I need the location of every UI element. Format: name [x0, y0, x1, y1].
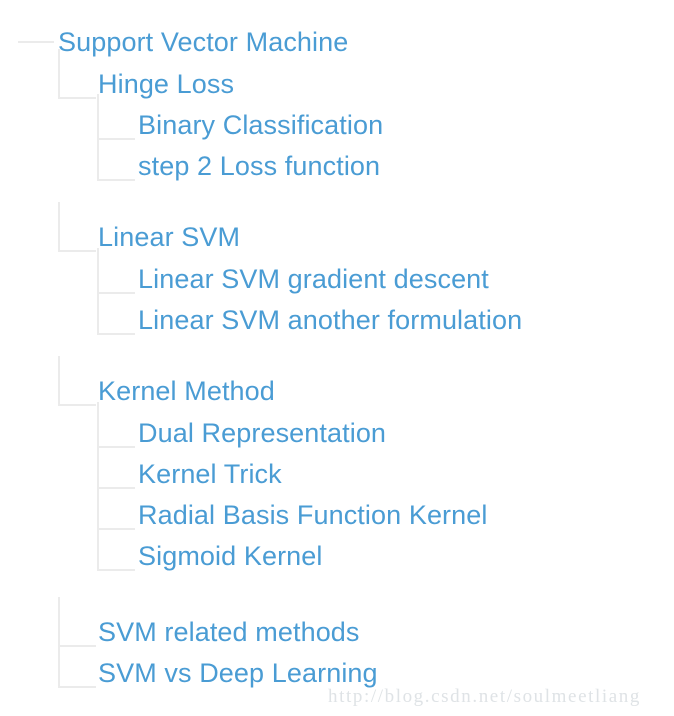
- tree-connector-horizontal-icon: [97, 138, 135, 140]
- tree-connector-vertical-icon: [58, 638, 60, 686]
- tree-connector-horizontal-icon: [58, 97, 96, 99]
- tree-connector-vertical-icon: [97, 248, 99, 292]
- tree-node-label: Linear SVM: [98, 222, 241, 252]
- tree-connector-vertical-icon: [97, 443, 99, 487]
- tree-connector-vertical-icon: [97, 402, 99, 446]
- tree-node-label: Kernel Method: [98, 376, 275, 406]
- tree-node-label: SVM vs Deep Learning: [98, 658, 378, 688]
- tree-node-label: Hinge Loss: [98, 69, 235, 99]
- tree-connector-vertical-icon: [97, 525, 99, 569]
- tree-connector-vertical-icon: [58, 356, 60, 404]
- tree-node-label: Kernel Trick: [138, 459, 282, 489]
- tree-node-label: Radial Basis Function Kernel: [138, 500, 488, 530]
- tree-connector-vertical-icon: [97, 289, 99, 333]
- tree-connector-vertical-icon: [58, 597, 60, 645]
- tree-node-label: step 2 Loss function: [138, 151, 381, 181]
- tree-connector-horizontal-icon: [58, 404, 96, 406]
- tree-connector-horizontal-icon: [18, 41, 54, 43]
- tree-connector-horizontal-icon: [97, 292, 135, 294]
- tree-connector-vertical-icon: [97, 484, 99, 528]
- tree-connector-horizontal-icon: [97, 333, 135, 335]
- tree-node-label: Binary Classification: [138, 110, 384, 140]
- tree-connector-horizontal-icon: [58, 250, 96, 252]
- tree-node-label: SVM related methods: [98, 617, 360, 647]
- tree-connector-vertical-icon: [58, 49, 60, 97]
- watermark-text: http://blog.csdn.net/soulmeetliang: [328, 686, 641, 707]
- tree-connector-horizontal-icon: [58, 645, 96, 647]
- tree-connector-horizontal-icon: [97, 487, 135, 489]
- tree-connector-horizontal-icon: [97, 179, 135, 181]
- tree-connector-vertical-icon: [97, 135, 99, 179]
- tree-connector-horizontal-icon: [97, 528, 135, 530]
- tree-connector-horizontal-icon: [58, 686, 96, 688]
- tree-connector-horizontal-icon: [97, 446, 135, 448]
- tree-node-label: Linear SVM gradient descent: [138, 264, 489, 294]
- tree-connector-vertical-icon: [58, 202, 60, 250]
- tree-node-label: Dual Representation: [138, 418, 387, 448]
- tree-connector-horizontal-icon: [97, 569, 135, 571]
- tree-node-label: Sigmoid Kernel: [138, 541, 323, 571]
- tree-connector-vertical-icon: [97, 94, 99, 138]
- tree-node-label: Support Vector Machine: [58, 27, 349, 57]
- tree-node-label: Linear SVM another formulation: [138, 305, 523, 335]
